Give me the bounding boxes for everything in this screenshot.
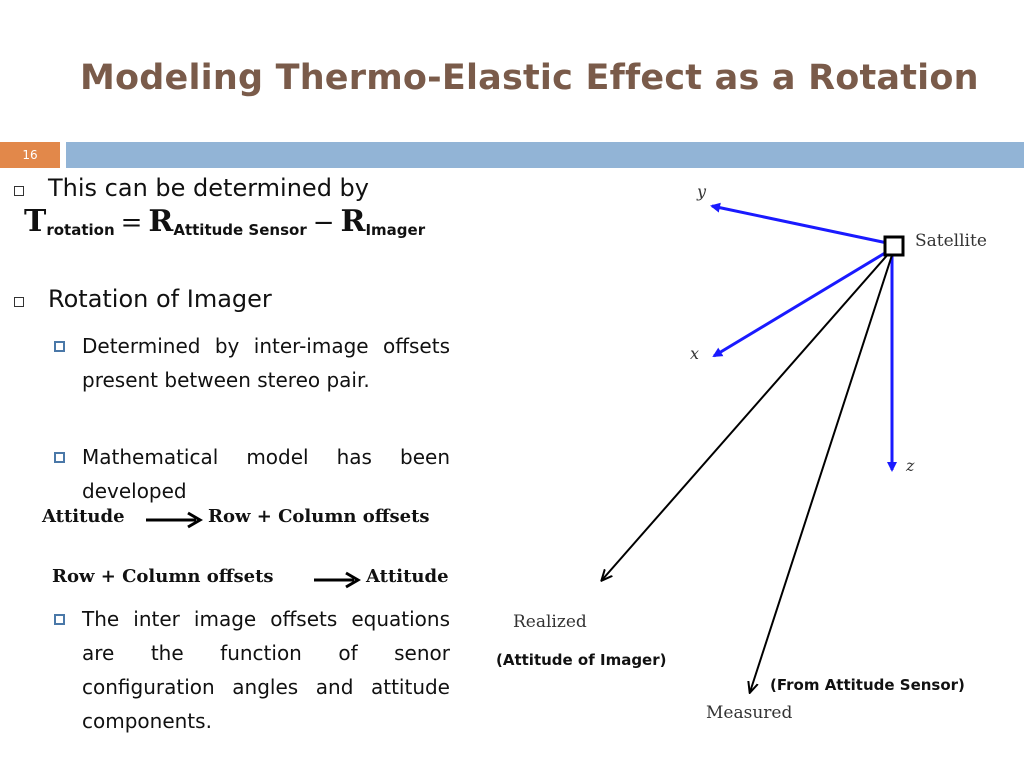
y-axis-line	[710, 202, 893, 246]
axis-label-z: z	[906, 456, 915, 475]
slide-title: Modeling Thermo-Elastic Effect as a Rota…	[80, 58, 979, 98]
right-arrow-icon	[146, 511, 203, 529]
sub-bullet-icon	[54, 614, 65, 625]
formula-r2: R	[340, 204, 366, 239]
sub-bullet-icon	[54, 452, 65, 463]
caption-from-attitude-sensor: (From Attitude Sensor)	[770, 676, 965, 694]
model-line-2-left: Row + Column offsets	[52, 566, 274, 587]
rotation-diagram	[500, 202, 905, 730]
bullet-determined-by: This can be determined by	[48, 174, 369, 202]
x-axis-line	[712, 248, 891, 358]
measured-label: Measured	[706, 703, 793, 723]
model-line-1-left: Attitude	[42, 506, 125, 527]
right-arrow-icon	[314, 571, 361, 589]
header-bar	[66, 142, 1024, 168]
bullet-square-icon	[14, 186, 24, 196]
rotation-formula: Trotation=RAttitude Sensor−RImager	[24, 204, 425, 239]
sub-bullet-offsets-equations: The inter image offsets equations are th…	[82, 607, 450, 733]
sub-bullet-determined: Determined by inter-image offsets presen…	[82, 334, 450, 392]
measured-vector	[750, 251, 894, 692]
realized-label: Realized	[513, 612, 587, 632]
satellite-label: Satellite	[915, 231, 987, 251]
sub-bullet-icon	[54, 341, 65, 352]
caption-attitude-of-imager: (Attitude of Imager)	[496, 651, 667, 669]
satellite-icon	[883, 235, 905, 257]
realized-vector	[602, 251, 891, 580]
formula-r1-sub: Attitude Sensor	[173, 221, 307, 239]
sub-bullet-model: Mathematical model has been developed	[82, 445, 450, 503]
model-line-2-right: Attitude	[366, 566, 449, 587]
formula-t: T	[24, 204, 47, 239]
bullet-square-icon	[14, 297, 24, 307]
axis-label-x: x	[690, 344, 700, 363]
formula-r1: R	[148, 204, 174, 239]
axis-label-y: y	[697, 182, 707, 201]
bullet-rotation-of-imager: Rotation of Imager	[48, 285, 272, 313]
slide-number: 16	[0, 142, 60, 168]
formula-r2-sub: Imager	[365, 221, 426, 239]
formula-equals: =	[120, 208, 143, 238]
formula-minus: −	[312, 208, 335, 238]
model-line-1-right: Row + Column offsets	[208, 506, 430, 527]
formula-t-sub: rotation	[46, 221, 115, 239]
